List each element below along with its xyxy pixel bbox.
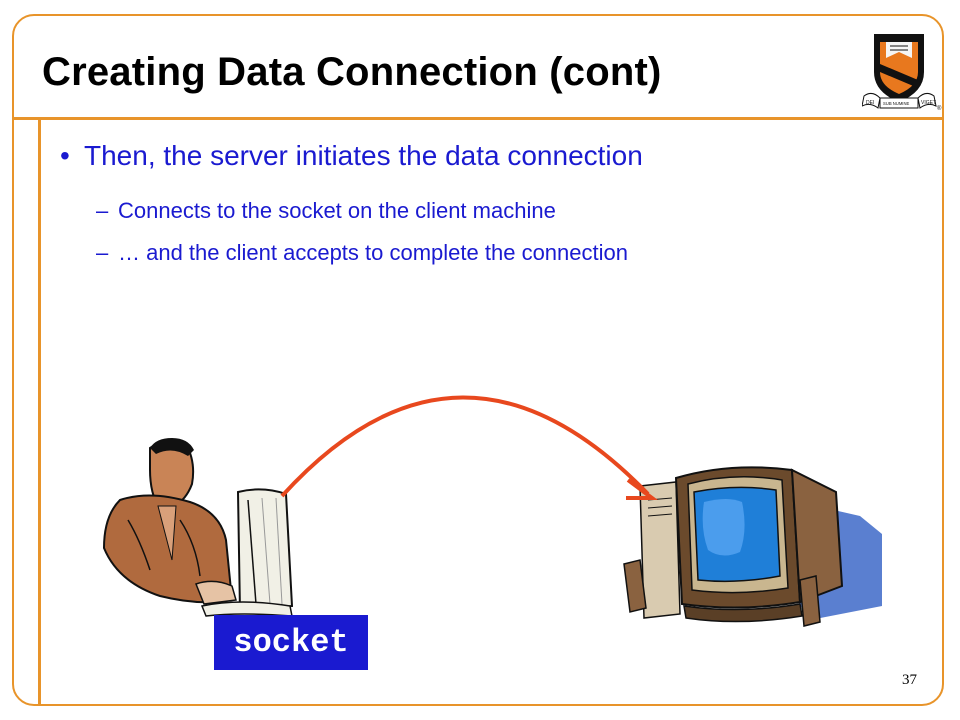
slide-frame [12,14,944,706]
connection-arrow [280,395,658,500]
desktop-computer-clipart [623,466,882,627]
main-bullet: • Then, the server initiates the data con… [60,140,643,172]
person-at-computer-clipart [102,438,294,617]
motto-right: VIGET [921,100,936,106]
page-number: 37 [902,672,917,688]
sub-bullet-marker: – [96,198,109,223]
socket-label: socket [214,615,368,670]
sub-bullet-text: … and the client accepts to complete the… [118,240,628,265]
sub-bullet-marker: – [96,240,109,265]
main-bullet-text: Then, the server initiates the data conn… [84,140,643,171]
princeton-shield-logo: DEI SUB NUMINE VIGET ® [862,34,942,112]
slide-title: Creating Data Connection (cont) [42,50,662,94]
motto-center: SUB NUMINE [883,101,909,106]
registered-mark: ® [937,105,942,112]
sub-bullet-1: –Connects to the socket on the client ma… [96,198,556,224]
sub-bullet-text: Connects to the socket on the client mac… [118,198,556,223]
sub-bullet-2: –… and the client accepts to complete th… [96,240,628,266]
title-divider [14,117,944,120]
motto-left: DEI [866,100,874,106]
left-margin-line [38,117,41,706]
bullet-marker: • [60,140,70,171]
